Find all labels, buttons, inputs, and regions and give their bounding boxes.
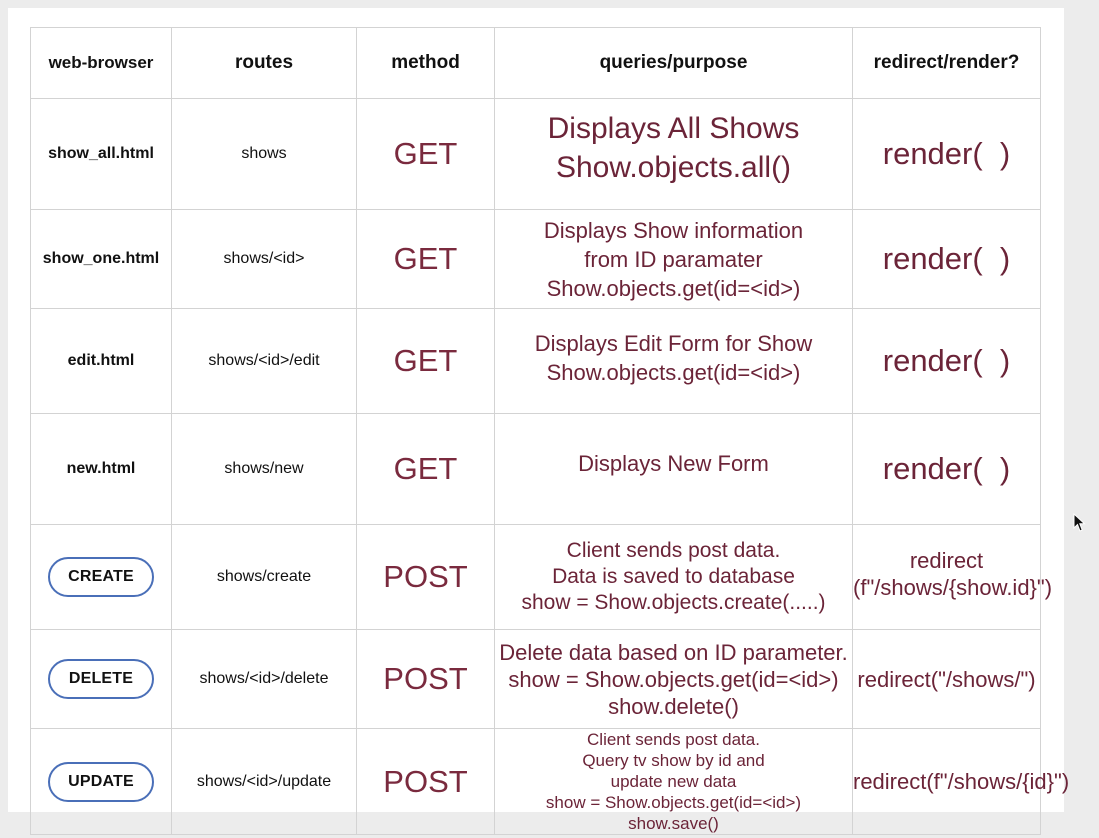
browser-cell: UPDATE [30, 728, 172, 835]
table-row: edit.html shows/<id>/edit GET Displays E… [30, 308, 1041, 414]
purpose-cell: Client sends post data. Query tv show by… [494, 728, 853, 835]
render-cell: render( ) [852, 413, 1041, 525]
header-web-browser: web-browser [30, 27, 172, 99]
method-cell: GET [356, 308, 495, 414]
route-cell: shows/<id>/update [171, 728, 357, 835]
purpose-line: show.save() [628, 814, 719, 833]
table-row: UPDATE shows/<id>/update POST Client sen… [30, 728, 1070, 835]
purpose-line: update new data [610, 772, 737, 791]
delete-button[interactable]: DELETE [48, 659, 154, 699]
table-row: show_all.html shows GET Displays All Sho… [30, 98, 1041, 210]
browser-cell: show_one.html [30, 209, 172, 309]
render-line: redirect(f"/shows/{id}") [853, 769, 1070, 794]
mouse-pointer-icon [1073, 513, 1086, 532]
purpose-line: Client sends post data. [587, 730, 760, 749]
purpose-line: Query tv show by id and [582, 751, 765, 770]
purpose-line: from ID paramater [584, 246, 763, 272]
render-cell: redirect (f"/shows/{show.id}") [852, 524, 1053, 630]
render-cell: redirect(f"/shows/{id}") [852, 728, 1070, 835]
purpose-line: Displays New Form [578, 450, 769, 476]
render-line: (f"/shows/{show.id}") [853, 575, 1053, 600]
purpose-line: Displays Show information [543, 217, 804, 243]
purpose-line: Show.objects.all() [555, 151, 792, 184]
purpose-cell: Delete data based on ID parameter. show … [494, 629, 853, 729]
purpose-line: Show.objects.get(id=<id>) [546, 360, 801, 385]
method-cell: GET [356, 98, 495, 210]
render-line: redirect("/shows/") [857, 666, 1036, 692]
purpose-line: show.delete() [608, 693, 739, 719]
header-redirect-render: redirect/render? [852, 27, 1041, 99]
purpose-line: Displays Edit Form for Show [534, 331, 813, 356]
route-cell: shows/<id>/delete [171, 629, 357, 729]
route-cell: shows/<id>/edit [171, 308, 357, 414]
purpose-cell: Displays Edit Form for Show Show.objects… [494, 308, 853, 414]
purpose-cell: Displays All Shows Show.objects.all() [494, 98, 853, 210]
purpose-line: Client sends post data. [566, 539, 781, 562]
table-row: DELETE shows/<id>/delete POST Delete dat… [30, 629, 1041, 729]
purpose-line: Delete data based on ID parameter. [499, 639, 848, 665]
render-cell: render( ) [852, 98, 1041, 210]
purpose-cell: Displays Show information from ID parama… [494, 209, 853, 309]
purpose-line: Data is saved to database [552, 565, 795, 588]
render-cell: redirect("/shows/") [852, 629, 1041, 729]
browser-cell: show_all.html [30, 98, 172, 210]
browser-cell: DELETE [30, 629, 172, 729]
purpose-line: Displays All Shows [547, 112, 800, 145]
table-row: CREATE shows/create POST Client sends po… [30, 524, 1053, 630]
purpose-line: show = Show.objects.get(id=<id>) [508, 666, 839, 692]
browser-cell: edit.html [30, 308, 172, 414]
header-routes: routes [171, 27, 357, 99]
purpose-line: Show.objects.get(id=<id>) [546, 275, 801, 301]
create-button[interactable]: CREATE [48, 557, 154, 597]
render-cell: render( ) [852, 308, 1041, 414]
browser-cell: CREATE [30, 524, 172, 630]
method-cell: POST [356, 524, 495, 630]
browser-cell: new.html [30, 413, 172, 525]
routes-table: web-browser routes method queries/purpos… [30, 27, 1070, 835]
header-method: method [356, 27, 495, 99]
slide-sheet: web-browser routes method queries/purpos… [8, 8, 1069, 835]
table-row: new.html shows/new GET Displays New Form… [30, 413, 1041, 525]
method-cell: POST [356, 629, 495, 729]
purpose-cell: Client sends post data. Data is saved to… [494, 524, 853, 630]
purpose-line: show = Show.objects.get(id=<id>) [545, 793, 802, 812]
header-row: web-browser routes method queries/purpos… [30, 27, 1041, 99]
update-button[interactable]: UPDATE [48, 761, 154, 802]
route-cell: shows/create [171, 524, 357, 630]
header-queries-purpose: queries/purpose [494, 27, 853, 99]
route-cell: shows/<id> [171, 209, 357, 309]
purpose-cell: Displays New Form [494, 413, 853, 525]
purpose-line: show = Show.objects.create(.....) [521, 591, 826, 614]
render-cell: render( ) [852, 209, 1041, 309]
route-cell: shows/new [171, 413, 357, 525]
method-cell: POST [356, 728, 495, 835]
table-row: show_one.html shows/<id> GET Displays Sh… [30, 209, 1041, 309]
render-line: redirect [909, 548, 984, 573]
method-cell: GET [356, 413, 495, 525]
route-cell: shows [171, 98, 357, 210]
method-cell: GET [356, 209, 495, 309]
